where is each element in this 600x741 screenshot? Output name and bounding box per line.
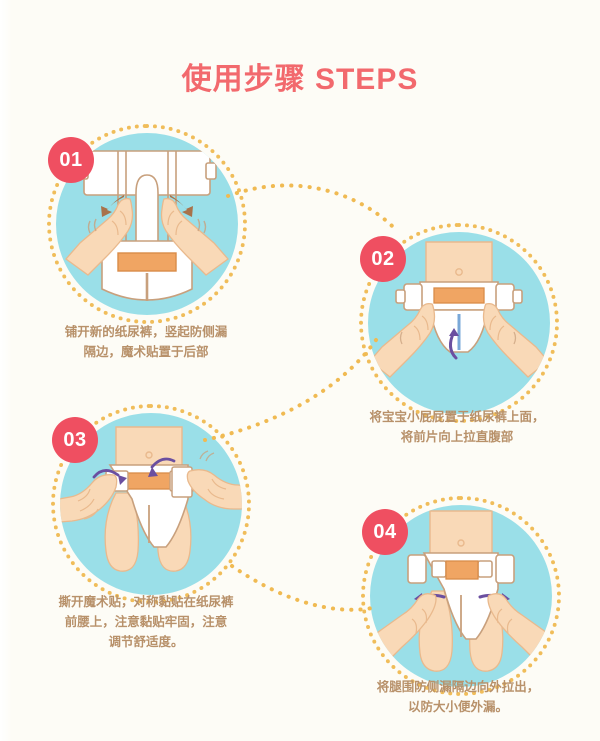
step-03-circle: 03 xyxy=(51,404,251,604)
step-01-badge: 01 xyxy=(48,137,94,183)
step-01-disc xyxy=(56,133,238,315)
step-02-caption: 将宝宝小屁屁置于纸尿裤上面， 将前片向上拉直腹部 xyxy=(369,410,545,444)
step-01-circle: 01 xyxy=(47,124,247,324)
pulling-leg-cuffs-icon xyxy=(370,510,552,672)
step-04-badge: 04 xyxy=(362,509,408,555)
step-04-disc xyxy=(370,505,552,687)
step-02-circle: 02 xyxy=(359,223,559,423)
paper-edge xyxy=(0,0,12,741)
diaper-laid-flat-icon xyxy=(65,150,229,301)
step-02-dotted-ring xyxy=(359,223,559,423)
step-01-caption: 铺开新的纸尿裤，竖起防侧漏 隔边，魔术贴置于后部 xyxy=(64,325,228,359)
step-03-badge: 03 xyxy=(52,417,98,463)
page-title: 使用步骤 STEPS xyxy=(181,63,419,96)
step-02-badge: 02 xyxy=(360,236,406,282)
baby-on-diaper-icon xyxy=(369,241,549,378)
step-03-disc xyxy=(60,413,242,595)
step-04-circle: 04 xyxy=(361,496,561,696)
step-04-caption: 将腿围防侧漏隔边向外拉出， 以防大小便外漏。 xyxy=(376,680,540,714)
connector-1-2 xyxy=(226,183,400,234)
fastening-velcro-tabs-icon xyxy=(60,426,242,572)
step-03-dotted-ring xyxy=(51,404,251,604)
step-03-caption: 撕开魔术贴，对称黏贴在纸尿裤 前腰上，注意黏贴牢固，注意 调节舒适度。 xyxy=(58,595,234,649)
